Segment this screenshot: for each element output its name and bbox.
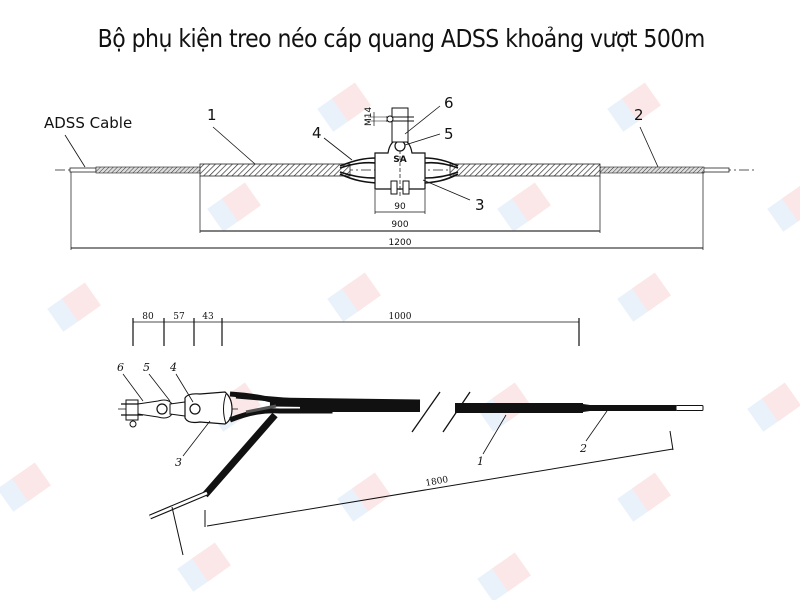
dim-80: 80 xyxy=(142,312,154,322)
top-view: SA M14 90 900 1200 ADSS Cable 1 2 3 xyxy=(44,94,755,250)
callout-1-bottom: 1 xyxy=(477,455,484,468)
dim-1800: 1800 xyxy=(425,475,450,489)
callout-5: 5 xyxy=(444,125,454,143)
dim-1000: 1000 xyxy=(389,312,412,322)
callout-3: 3 xyxy=(475,196,485,214)
callout-3-bottom: 3 xyxy=(175,456,182,469)
callout-5-bottom: 5 xyxy=(143,361,150,374)
dim-clamp-width: 90 xyxy=(394,202,406,212)
callout-2-bottom: 2 xyxy=(579,442,587,455)
callout-6-bottom: 6 xyxy=(117,361,124,374)
callout-2: 2 xyxy=(634,106,644,124)
callout-4: 4 xyxy=(312,124,322,142)
dim-43: 43 xyxy=(202,312,214,322)
clamp-mark: SA xyxy=(393,155,406,165)
diagram-title: Bộ phụ kiện treo néo cáp quang ADSS khoả… xyxy=(97,24,706,53)
dim-57: 57 xyxy=(173,312,185,322)
watermark-pattern xyxy=(0,82,800,600)
bolt-size-label: M14 xyxy=(364,107,374,126)
adss-cable-label: ADSS Cable xyxy=(44,114,132,132)
callout-4-bottom: 4 xyxy=(169,361,177,374)
dim-total-length: 1200 xyxy=(389,238,412,248)
callout-6: 6 xyxy=(444,94,454,112)
dim-inner-length: 900 xyxy=(391,220,408,230)
callout-1: 1 xyxy=(207,106,217,124)
bottom-view: 80 57 43 1000 xyxy=(117,312,704,556)
